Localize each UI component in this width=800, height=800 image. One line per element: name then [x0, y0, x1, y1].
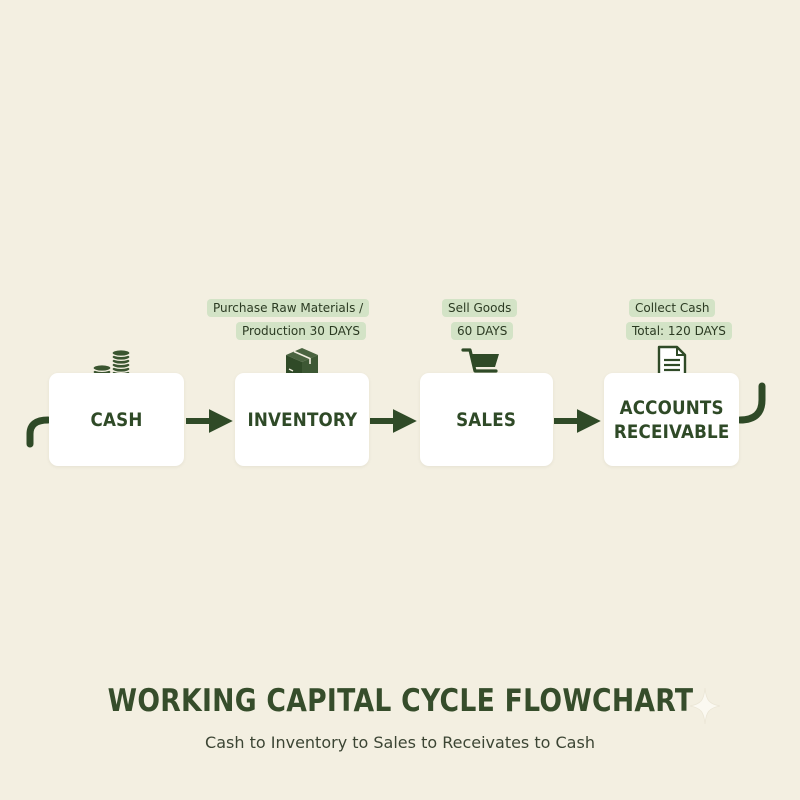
page-subtitle: Cash to Inventory to Sales to Receivates… [205, 733, 595, 752]
node-accounts-receivable: ACCOUNTS RECEIVABLE [604, 373, 739, 466]
cycle-return-left-curve [26, 416, 52, 448]
tag-receivable-line-2: Total: 120 DAYS [626, 322, 732, 340]
node-sales-label-line: SALES [456, 408, 517, 431]
page-title-text: WORKING CAPITAL CYCLE FLOWCHART [107, 683, 693, 719]
tag-receivable-line-1: Collect Cash [629, 299, 716, 317]
tag-sales-line-1: Sell Goods [442, 299, 518, 317]
node-sales: SALES [420, 373, 553, 466]
tag-sales-line-2: 60 DAYS [451, 322, 514, 340]
node-inventory: INVENTORY [235, 373, 369, 466]
node-receivable-label-line-1: ACCOUNTS [619, 396, 724, 419]
node-inventory-label-line: INVENTORY [247, 408, 357, 431]
tag-inventory-line-2: Production 30 DAYS [236, 322, 366, 340]
tag-inventory-line-1: Purchase Raw Materials / [207, 299, 370, 317]
cycle-return-right-curve [736, 382, 766, 424]
node-inventory-label: INVENTORY [247, 408, 357, 432]
node-cash: CASH [49, 373, 184, 466]
sparkle-icon [689, 687, 721, 725]
node-receivable-label: ACCOUNTS RECEIVABLE [614, 396, 730, 444]
node-cash-label: CASH [91, 408, 143, 432]
node-sales-label: SALES [456, 408, 516, 432]
node-cash-label-line: CASH [90, 408, 143, 431]
page-title: WORKING CAPITAL CYCLE FLOWCHART [0, 683, 800, 719]
node-receivable-label-line-2: RECEIVABLE [613, 420, 730, 443]
